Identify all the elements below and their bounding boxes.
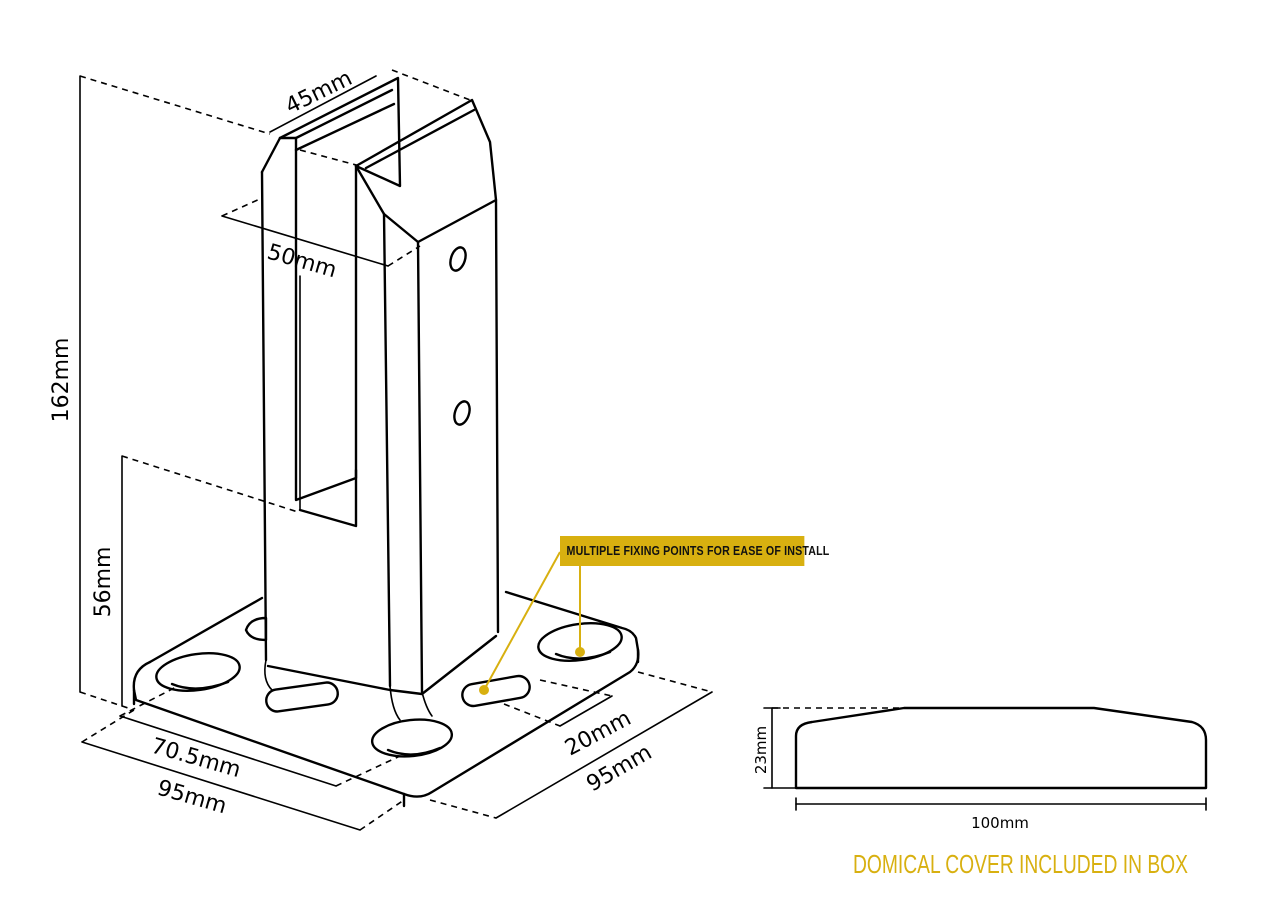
label-95mm-front: 95mm	[154, 776, 229, 820]
dimension-side: 20mm 95mm	[429, 671, 713, 819]
post	[260, 76, 500, 721]
dimension-base-height: 56mm	[91, 455, 299, 707]
callout-leaders	[479, 551, 585, 695]
label-23mm: 23mm	[752, 726, 770, 774]
label-56mm: 56mm	[91, 547, 116, 618]
base-plate	[132, 590, 640, 808]
label-45mm: 45mm	[282, 66, 357, 120]
callout-fixing-points: MULTIPLE FIXING POINTS FOR EASE OF INSTA…	[560, 536, 829, 566]
dimension-total-height: 162mm	[49, 75, 271, 711]
label-50mm: 50mm	[264, 240, 339, 284]
label-162mm: 162mm	[49, 338, 74, 423]
dimension-front: 70.5mm 95mm	[81, 685, 405, 831]
cover-caption: DOMICAL COVER INCLUDED IN BOX	[853, 849, 1188, 879]
domical-cover: 23mm 100mm	[752, 706, 1208, 832]
label-100mm: 100mm	[971, 814, 1029, 832]
dimension-post-depth: 50mm	[221, 197, 421, 284]
fixing-holes	[155, 616, 623, 758]
